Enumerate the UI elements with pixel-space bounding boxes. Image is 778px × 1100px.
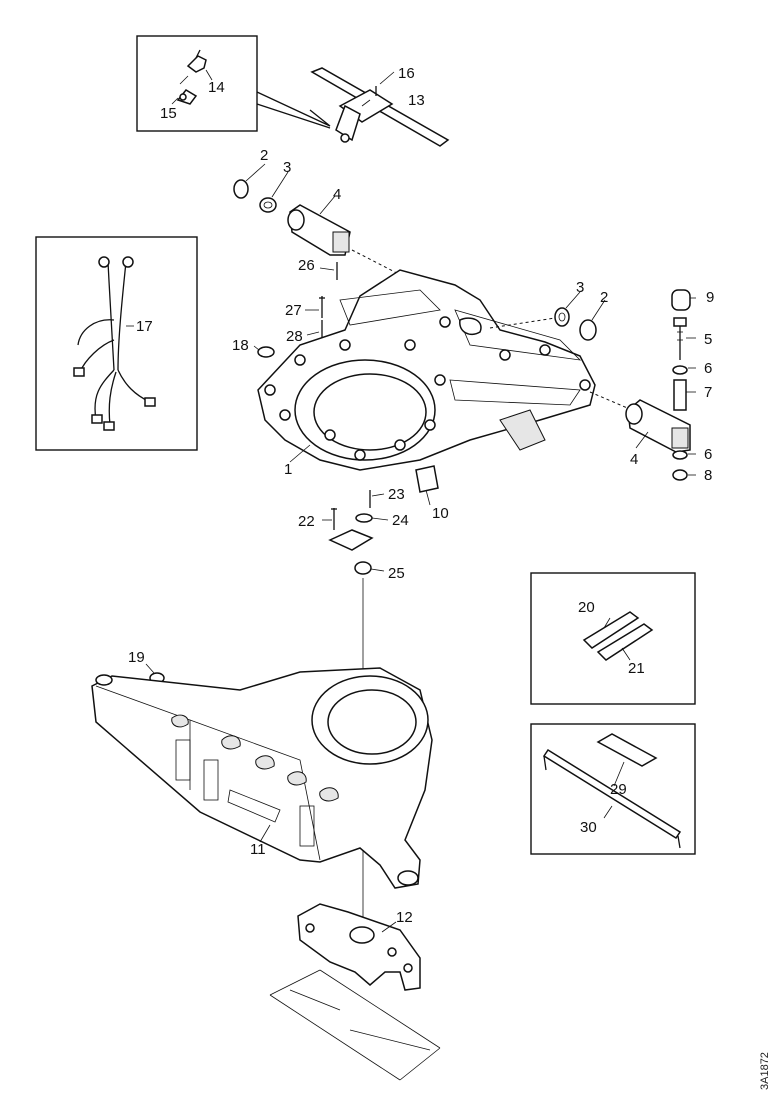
label-part-9: 9 bbox=[706, 289, 714, 306]
label-part-30: 30 bbox=[580, 819, 597, 836]
label-part-27: 27 bbox=[285, 302, 302, 319]
part-1-main-frame bbox=[257, 269, 596, 471]
label-part-5: 5 bbox=[704, 331, 712, 348]
label-part-12: 12 bbox=[396, 909, 413, 926]
part-10-plate bbox=[415, 465, 439, 493]
part-2-seal-upper bbox=[233, 179, 249, 199]
label-part-1: 1 bbox=[284, 461, 292, 478]
label-part-18: 18 bbox=[232, 337, 249, 354]
label-part-17: 17 bbox=[136, 318, 153, 335]
label-part-7: 7 bbox=[704, 384, 712, 401]
label-part-16: 16 bbox=[398, 65, 415, 82]
label-part-26: 26 bbox=[298, 257, 315, 274]
dimension-lines bbox=[269, 969, 441, 1081]
label-part-4-upper: 4 bbox=[333, 186, 341, 203]
label-part-28: 28 bbox=[286, 328, 303, 345]
label-part-8: 8 bbox=[704, 467, 712, 484]
inset-box-slide bbox=[530, 723, 696, 855]
label-part-6-upper: 6 bbox=[704, 360, 712, 377]
label-part-15: 15 bbox=[160, 105, 177, 122]
inset-box-pads bbox=[530, 572, 696, 705]
part-24-clip bbox=[355, 513, 373, 523]
inset-box-harness bbox=[35, 236, 198, 451]
part-30-slide-rail bbox=[542, 748, 682, 849]
part-12-lower-bracket bbox=[297, 903, 421, 991]
part-29-slide-pad bbox=[596, 733, 658, 767]
part-5-bolt bbox=[673, 317, 687, 360]
label-part-2-lower: 2 bbox=[600, 289, 608, 306]
part-7-sleeve bbox=[673, 379, 687, 411]
part-25-bushing bbox=[354, 561, 372, 575]
part-6-washer-lower bbox=[672, 450, 688, 460]
part-15-fitting bbox=[176, 89, 198, 105]
part-20-pad bbox=[582, 611, 640, 649]
part-13-bracket bbox=[310, 67, 450, 147]
part-9-cap bbox=[671, 289, 691, 311]
label-part-14: 14 bbox=[208, 79, 225, 96]
label-part-22: 22 bbox=[298, 513, 315, 530]
part-11-lower-frame bbox=[91, 667, 433, 889]
label-part-3-upper: 3 bbox=[283, 159, 291, 176]
part-27-pin bbox=[319, 296, 325, 318]
label-part-23: 23 bbox=[388, 486, 405, 503]
label-part-21: 21 bbox=[628, 660, 645, 677]
part-14-fitting bbox=[186, 49, 207, 73]
label-part-25: 25 bbox=[388, 565, 405, 582]
label-part-3-lower: 3 bbox=[576, 279, 584, 296]
part-2-seal-lower bbox=[579, 319, 597, 341]
label-part-2-upper: 2 bbox=[260, 147, 268, 164]
label-part-13: 13 bbox=[408, 92, 425, 109]
part-8-nut bbox=[672, 469, 688, 481]
label-part-10: 10 bbox=[432, 505, 449, 522]
part-22-bolt bbox=[331, 508, 337, 530]
label-part-29: 29 bbox=[610, 781, 627, 798]
leader-inset-13 bbox=[256, 91, 331, 127]
label-part-19: 19 bbox=[128, 649, 145, 666]
part-17-wiring-harness bbox=[73, 256, 156, 431]
label-part-6-lower: 6 bbox=[704, 446, 712, 463]
part-21-pad bbox=[596, 623, 654, 661]
drawing-reference: 3A1872 bbox=[759, 1052, 771, 1090]
part-4-pivot-bushing-lower bbox=[625, 399, 691, 453]
label-part-11: 11 bbox=[250, 841, 266, 858]
label-part-24: 24 bbox=[392, 512, 409, 529]
label-part-20: 20 bbox=[578, 599, 595, 616]
part-18-plug bbox=[257, 346, 275, 358]
part-6-washer-upper bbox=[672, 365, 688, 375]
part-3-washer-lower bbox=[554, 307, 570, 327]
part-4-pivot-bushing-upper bbox=[287, 204, 351, 256]
label-part-4-lower: 4 bbox=[630, 451, 638, 468]
inset-box-top bbox=[136, 35, 258, 132]
part-3-washer-upper bbox=[259, 197, 277, 213]
leader-lines bbox=[145, 71, 696, 933]
part-22-mount-block bbox=[328, 529, 374, 551]
